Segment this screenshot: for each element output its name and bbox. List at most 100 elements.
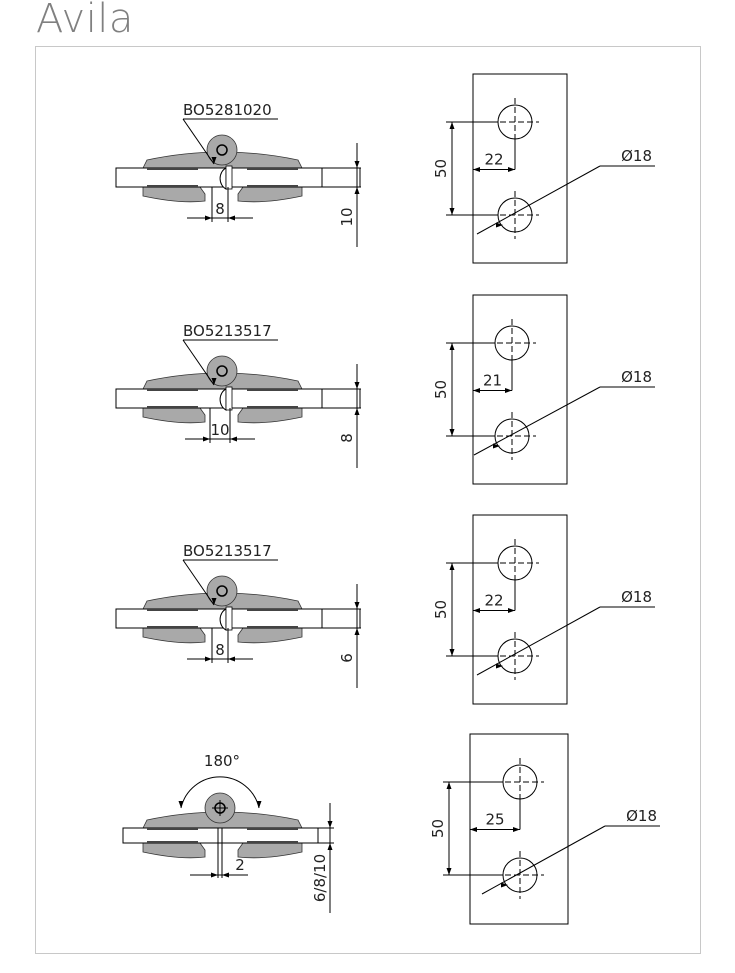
arrowhead [473, 167, 480, 172]
clamp-plate-bottom-right [237, 186, 303, 203]
hinge-pin [216, 144, 228, 156]
seal-strip [225, 165, 233, 190]
offset-dimension-label: 22 [484, 151, 503, 169]
arrowhead [354, 382, 360, 389]
glass-panel [115, 388, 361, 409]
thickness-dimension-label: 10 [338, 207, 356, 226]
part-number-label: BO5213517 [183, 322, 272, 340]
arrowhead [178, 801, 184, 808]
arrowhead [446, 868, 452, 875]
arrowhead [449, 429, 455, 436]
arrowhead [513, 827, 520, 832]
leader-line [182, 339, 215, 386]
arrowhead [354, 161, 360, 168]
arrowhead [493, 443, 500, 449]
clamp-plate-bottom-right [237, 842, 303, 859]
gap-dimension-label: 8 [215, 641, 225, 659]
arrowhead [470, 827, 477, 832]
arrowhead [449, 649, 455, 656]
clamp-plate-bottom-right [237, 407, 303, 424]
thickness-dimension-label: 8 [338, 433, 356, 443]
arrowhead [501, 882, 508, 888]
hinge-detail-row-1: 8 BO5281020 10 50 22 Ø18 [115, 73, 655, 264]
hinge-detail-row-3: 8 BO5213517 6 50 22 Ø18 [115, 514, 655, 705]
spacing-dimension-label: 50 [432, 380, 450, 399]
arrowhead [496, 222, 503, 228]
diameter-label: Ø18 [621, 588, 652, 606]
hole-plate [472, 514, 568, 705]
hole-plate [472, 73, 568, 264]
hinge-detail-row-4: 180° 2 6/8/10 50 25 Ø18 [122, 733, 660, 925]
arrowhead [211, 598, 217, 605]
leader-line [473, 386, 601, 456]
offset-dimension-label: 21 [483, 372, 502, 390]
gap-dimension-label: 8 [215, 200, 225, 218]
arrowhead [449, 563, 455, 570]
thickness-dimension-label: 6 [338, 653, 356, 663]
seal-strip [225, 386, 233, 411]
arrowhead [449, 343, 455, 350]
diameter-label: Ø18 [621, 147, 652, 165]
arrowhead [354, 408, 360, 415]
leader-line [476, 606, 601, 676]
part-number-label: BO5213517 [183, 542, 272, 560]
clamp-plate-bottom-left [142, 407, 206, 424]
glass-panel [115, 167, 361, 188]
arrowhead [327, 821, 333, 828]
arrowhead [205, 215, 212, 221]
arrowhead [508, 167, 515, 172]
hinge-pin [216, 585, 228, 597]
arrowhead [473, 608, 480, 613]
arrowhead [222, 872, 229, 878]
gap-dimension-label: 10 [210, 421, 229, 439]
arrowhead [211, 157, 217, 164]
clamp-plate-bottom-left [142, 842, 206, 859]
arrowhead [446, 782, 452, 789]
arrowhead [473, 388, 480, 393]
thickness-dimension-label: 6/8/10 [311, 854, 329, 902]
spacing-dimension-label: 50 [432, 159, 450, 178]
arrowhead [211, 378, 217, 385]
arrowhead [354, 187, 360, 194]
leader-line [481, 825, 606, 895]
spacing-dimension-label: 50 [429, 819, 447, 838]
leader-line [182, 559, 215, 606]
angle-label: 180° [204, 752, 240, 770]
leader-line [182, 118, 215, 165]
arrowhead [327, 843, 333, 850]
arrowhead [449, 122, 455, 129]
hole-plate [472, 294, 568, 485]
arrowhead [228, 215, 235, 221]
angle-arc [180, 776, 260, 809]
arrowhead [228, 656, 235, 662]
clamp-plate-bottom-left [142, 627, 206, 644]
offset-dimension-label: 25 [485, 811, 504, 829]
glass-panel [115, 608, 361, 629]
arrowhead [205, 656, 212, 662]
arrowhead [449, 208, 455, 215]
hinge-detail-row-2: 10 BO5213517 8 50 21 Ø18 [115, 294, 655, 485]
arrowhead [203, 436, 210, 442]
part-number-label: BO5281020 [183, 101, 272, 119]
page-title: Avila [36, 0, 134, 42]
leader-line [476, 165, 601, 235]
arrowhead [211, 872, 218, 878]
arrowhead [230, 436, 237, 442]
seal-strip [225, 606, 233, 631]
glass-panel [122, 827, 319, 844]
diameter-label: Ø18 [621, 368, 652, 386]
arrowhead [508, 608, 515, 613]
clamp-plate-bottom-left [142, 186, 206, 203]
clamp-plate-bottom-right [237, 627, 303, 644]
hinge-pin [216, 365, 228, 377]
spacing-dimension-label: 50 [432, 600, 450, 619]
arrowhead [354, 602, 360, 609]
diameter-label: Ø18 [626, 807, 657, 825]
drawing-frame [35, 46, 701, 954]
arrowhead [496, 663, 503, 669]
arrowhead [256, 801, 262, 808]
arrowhead [505, 388, 512, 393]
offset-dimension-label: 22 [484, 592, 503, 610]
gap-dimension-label: 2 [235, 856, 245, 874]
